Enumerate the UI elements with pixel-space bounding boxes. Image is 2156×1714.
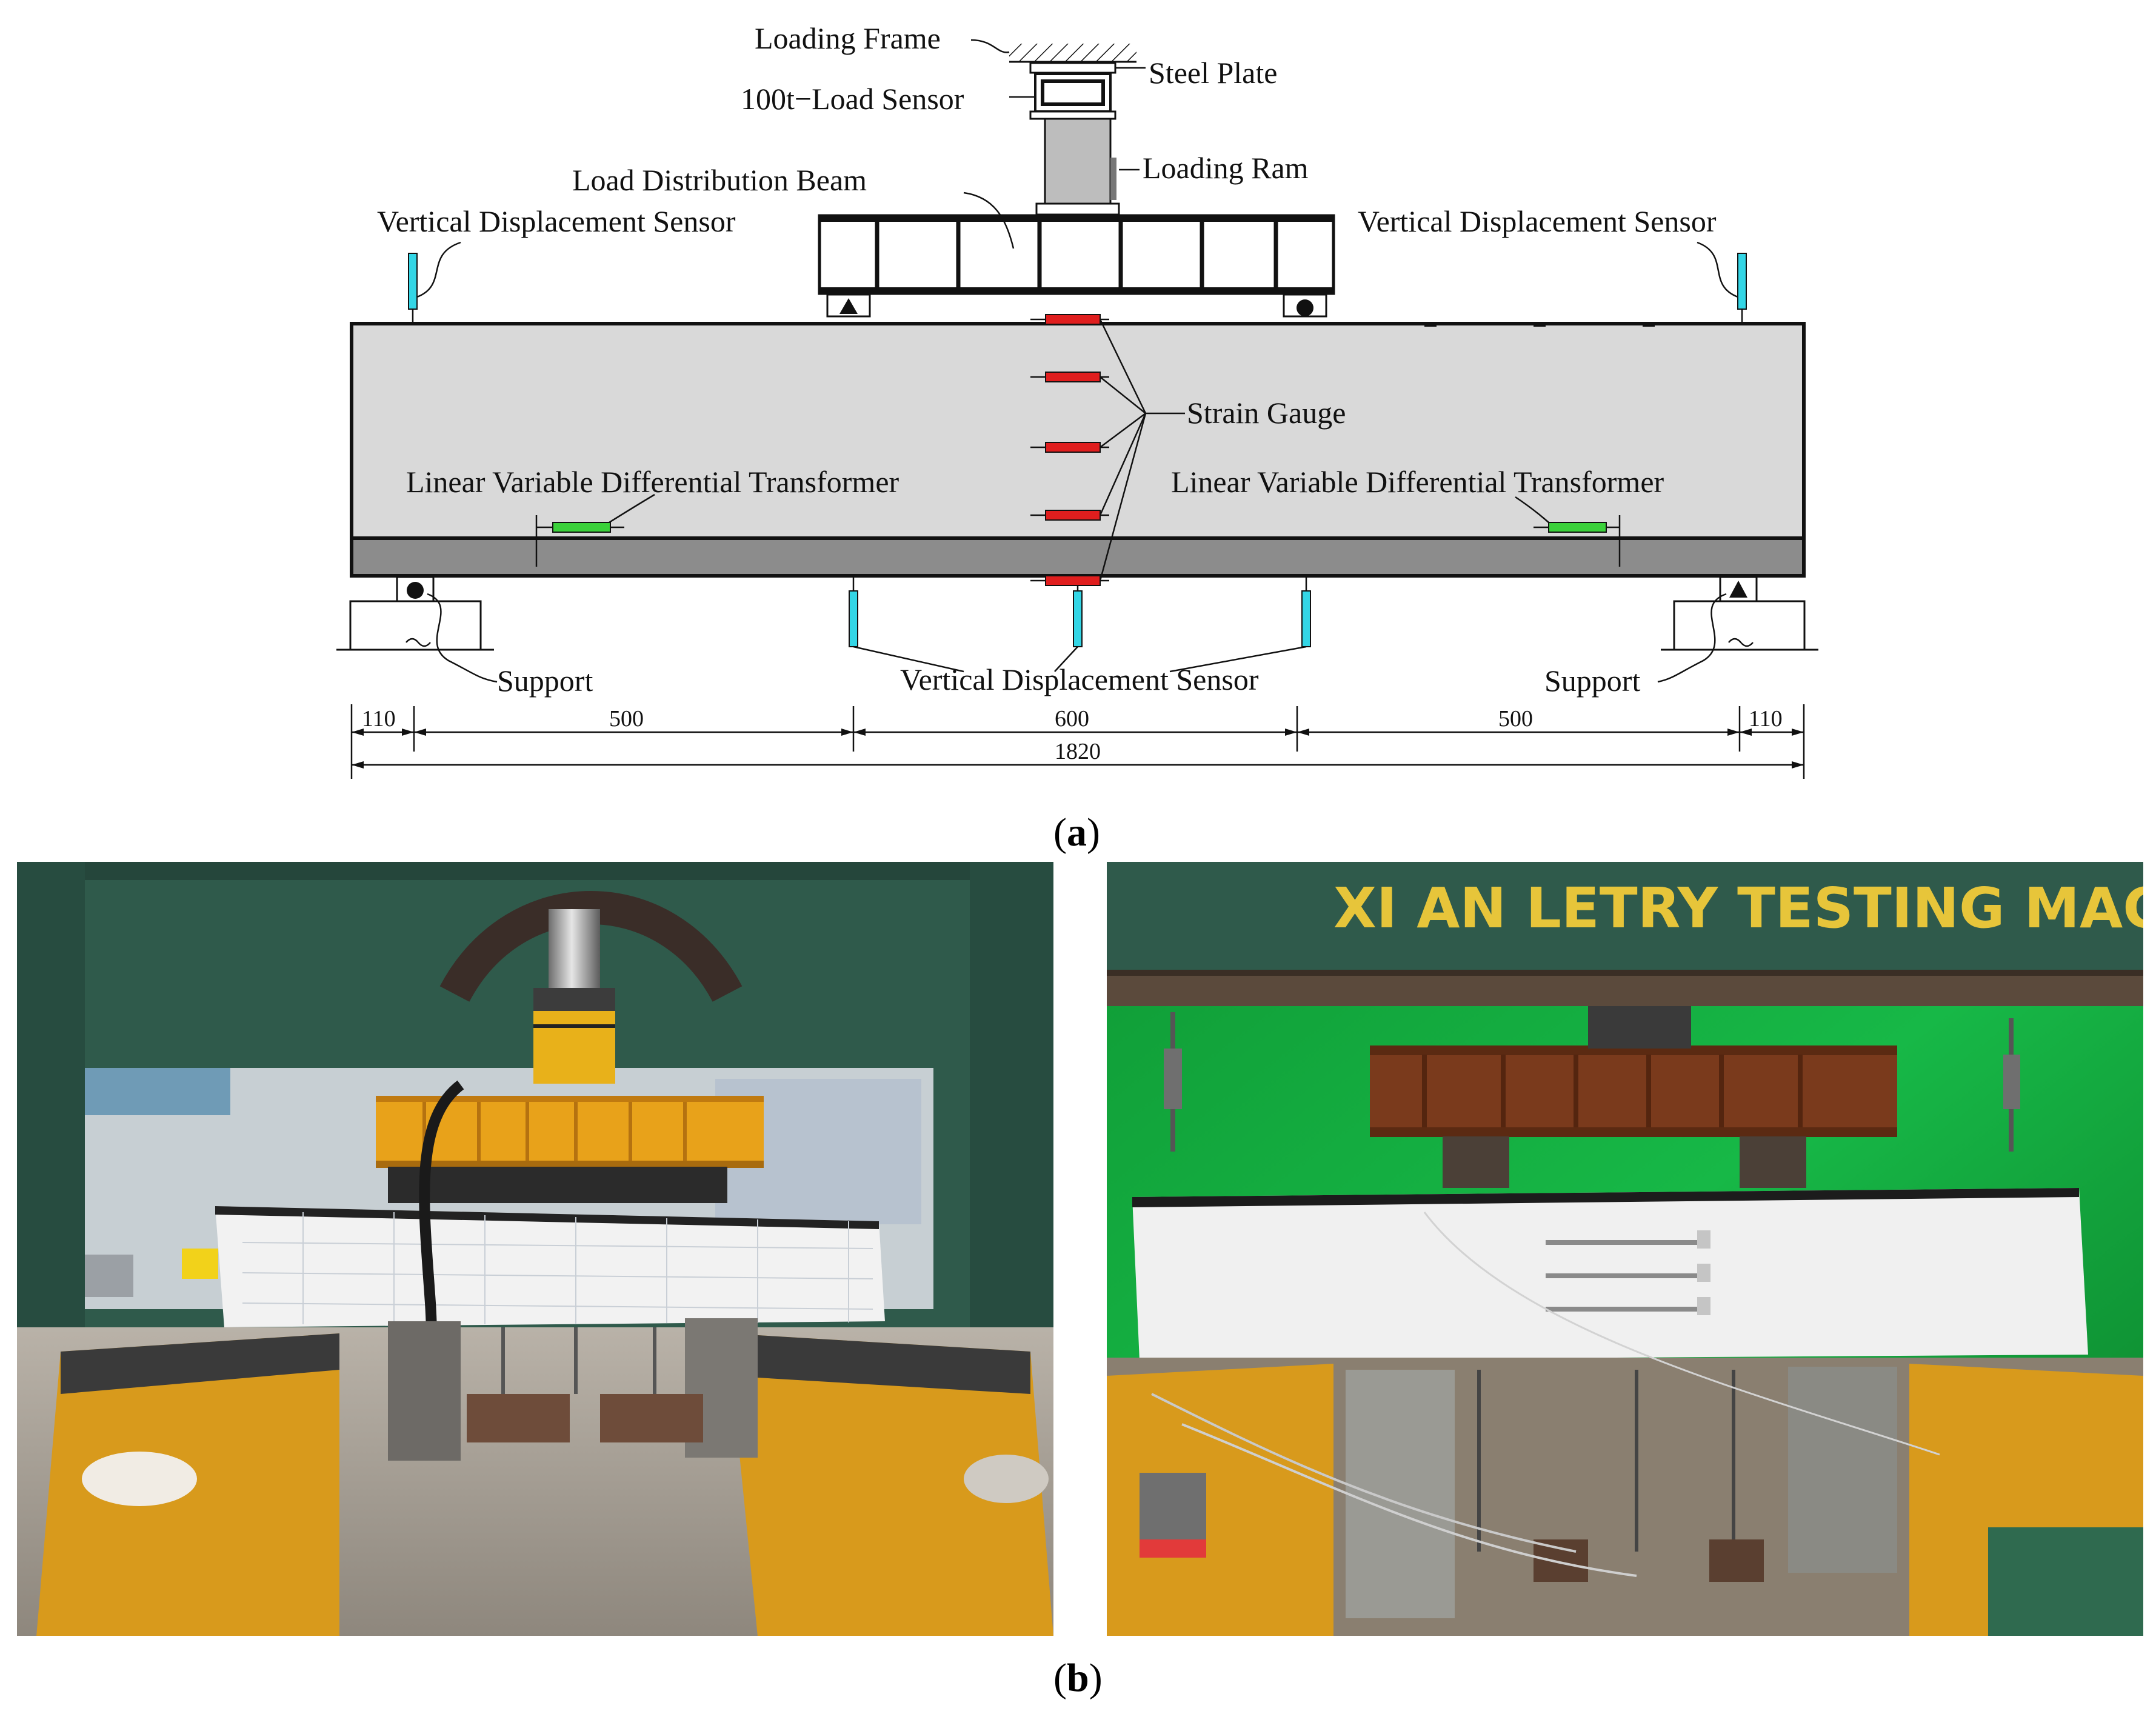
loading-ram — [1035, 118, 1120, 216]
photo-right: XI AN LETRY TESTING MACH — [1107, 862, 2156, 1636]
label-loading-frame: Loading Frame — [755, 21, 941, 55]
caption-a: (a) — [1053, 810, 1100, 855]
dim-1820: 1820 — [1055, 739, 1101, 764]
strain-gauge-2 — [1045, 372, 1101, 382]
vds-bottom — [849, 576, 1311, 673]
support-left — [336, 576, 498, 683]
support-right — [1657, 576, 1818, 683]
dim-600: 600 — [1055, 706, 1089, 732]
label-load-distribution-beam: Load Distribution Beam — [572, 163, 867, 197]
specimen-beam — [350, 322, 1806, 578]
vds-top-left — [408, 241, 461, 324]
lvdt-left — [535, 493, 655, 567]
strain-gauges — [1030, 314, 1185, 586]
load-distribution-beam — [818, 214, 1335, 295]
steel-plate — [1029, 62, 1116, 74]
label-strain-gauge: Strain Gauge — [1187, 396, 1346, 430]
label-support-left: Support — [497, 664, 593, 698]
dim-110-left: 110 — [362, 706, 396, 732]
caption-b: (b) — [1053, 1656, 1103, 1700]
machine-banner: XI AN LETRY TESTING MACH — [1333, 876, 2156, 941]
loading-frame — [1009, 44, 1136, 63]
dim-110-right: 110 — [1749, 706, 1783, 732]
label-loading-ram: Loading Ram — [1143, 151, 1309, 185]
label-vds-left: Vertical Displacement Sensor — [377, 204, 736, 238]
label-lvdt-left: Linear Variable Differential Transformer — [406, 465, 899, 499]
strain-gauge-3 — [1045, 442, 1101, 453]
dim-500-right: 500 — [1498, 706, 1533, 732]
loading-point-right — [1283, 293, 1327, 318]
lvdt-right — [1515, 496, 1621, 567]
vds-top-right — [1697, 241, 1747, 324]
label-load-sensor: 100t−Load Sensor — [741, 82, 964, 116]
strain-gauge-5 — [1045, 575, 1101, 586]
label-steel-plate: Steel Plate — [1149, 56, 1277, 90]
label-support-right: Support — [1544, 664, 1640, 698]
label-vds-right: Vertical Displacement Sensor — [1358, 204, 1717, 238]
strain-gauge-4 — [1045, 510, 1101, 521]
strain-gauge-1 — [1045, 314, 1101, 325]
loading-point-left — [826, 293, 871, 318]
label-vds-bottom: Vertical Displacement Sensor — [900, 662, 1259, 696]
photo-left — [17, 862, 1053, 1636]
load-sensor — [1029, 73, 1116, 120]
label-lvdt-right: Linear Variable Differential Transformer — [1171, 465, 1664, 499]
dimension-lines — [350, 704, 1805, 779]
schematic: Loading Frame Steel Plate 100t−Load Sens… — [336, 21, 1818, 855]
dim-500-left: 500 — [609, 706, 644, 732]
